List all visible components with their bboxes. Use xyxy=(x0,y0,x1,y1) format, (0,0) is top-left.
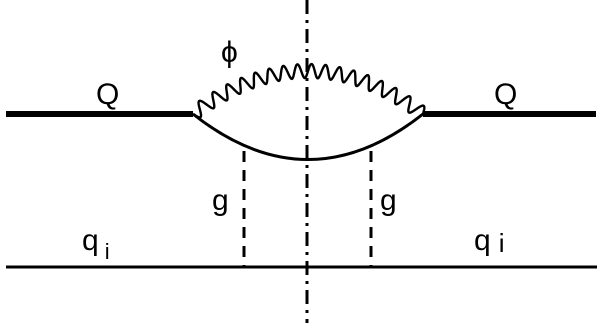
heavy-quark-arc xyxy=(192,112,424,161)
scalar-wavy-line xyxy=(192,62,426,119)
heavy-quark-label-left: Q xyxy=(96,78,119,111)
light-quark-label-right-base: q xyxy=(474,224,491,257)
light-quark-label-right-sub: i xyxy=(499,228,505,258)
scalar-label: ϕ xyxy=(221,36,238,69)
light-quark-label-left-base: q xyxy=(82,224,99,257)
heavy-quark-label-right: Q xyxy=(494,78,517,111)
gluon-label-left: g xyxy=(212,184,229,217)
gluon-label-right: g xyxy=(380,184,397,217)
light-quark-label-left-sub: i xyxy=(105,239,110,264)
